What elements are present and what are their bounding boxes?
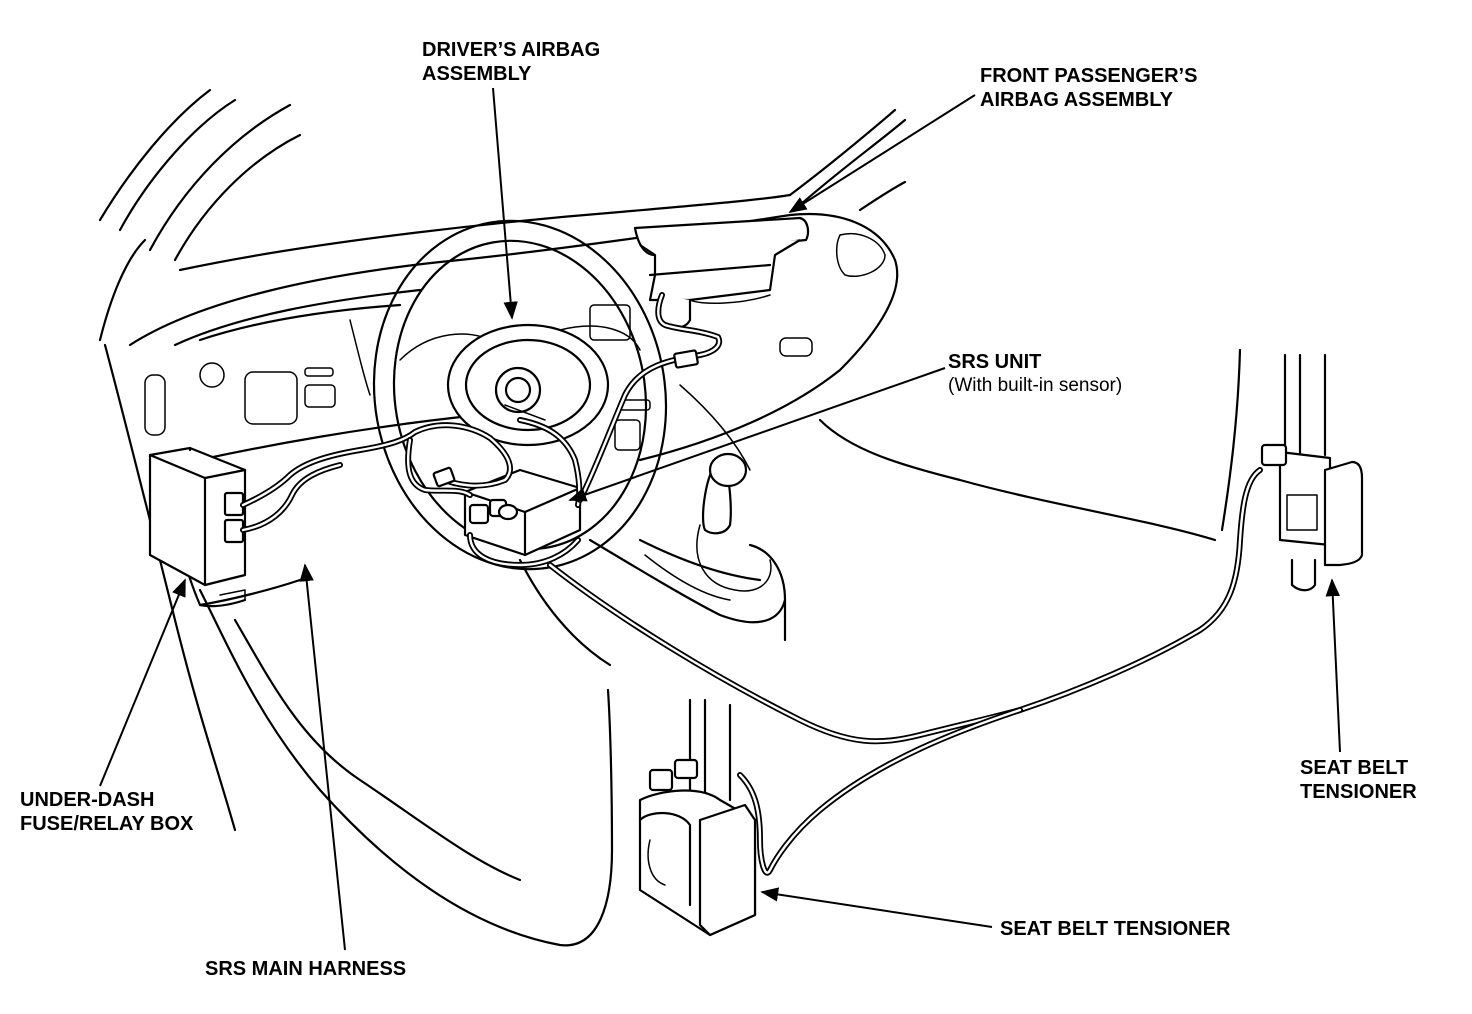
tensioner-cable bbox=[547, 467, 1263, 876]
windshield bbox=[178, 108, 907, 272]
passenger-airbag-module bbox=[633, 216, 810, 329]
driver-airbag-label: DRIVER’S AIRBAG ASSEMBLY bbox=[422, 38, 600, 86]
driver-airbag-label-line1: DRIVER’S AIRBAG bbox=[422, 39, 601, 61]
tensioner-right-label-line2: TENSIONER bbox=[1300, 781, 1417, 803]
center-console bbox=[518, 452, 787, 667]
passenger-airbag-label-line1: FRONT PASSENGER’S bbox=[980, 65, 1198, 87]
under-dash-label-line1: UNDER-DASH bbox=[20, 789, 155, 811]
tensioner-right-label-line1: SEAT BELT bbox=[1300, 757, 1409, 779]
a-pillar bbox=[98, 88, 302, 342]
seat-belt-tensioner-right-part bbox=[1260, 353, 1364, 592]
passenger-airbag-label-line2: AIRBAG ASSEMBLY bbox=[980, 89, 1173, 111]
srs-main-harness-cable bbox=[240, 292, 722, 568]
door-panel bbox=[103, 343, 614, 947]
srs-unit-label: SRS UNIT (With built-in sensor) bbox=[948, 350, 1122, 398]
leader-lines bbox=[99, 87, 1341, 951]
dashboard bbox=[128, 213, 1242, 608]
under-dash-fuse-box-label: UNDER-DASH FUSE/RELAY BOX bbox=[20, 788, 193, 836]
srs-main-harness-label: SRS MAIN HARNESS bbox=[205, 958, 407, 980]
driver-airbag-module bbox=[446, 323, 610, 447]
seat-belt-tensioner-center-part bbox=[638, 698, 757, 937]
seat-belt-tensioner-right-label: SEAT BELT TENSIONER bbox=[1300, 756, 1417, 804]
driver-airbag-label-line2: ASSEMBLY bbox=[422, 63, 532, 85]
srs-unit-label-line2: (With built-in sensor) bbox=[948, 375, 1123, 396]
passenger-airbag-label: FRONT PASSENGER’S AIRBAG ASSEMBLY bbox=[980, 64, 1197, 112]
seat-belt-tensioner-center-label: SEAT BELT TENSIONER bbox=[1000, 918, 1231, 940]
under-dash-fuse-relay-box bbox=[148, 446, 247, 587]
srs-unit-body bbox=[463, 468, 582, 557]
under-dash-label-line2: FUSE/RELAY BOX bbox=[20, 813, 194, 835]
srs-unit-label-line1: SRS UNIT bbox=[948, 351, 1042, 373]
